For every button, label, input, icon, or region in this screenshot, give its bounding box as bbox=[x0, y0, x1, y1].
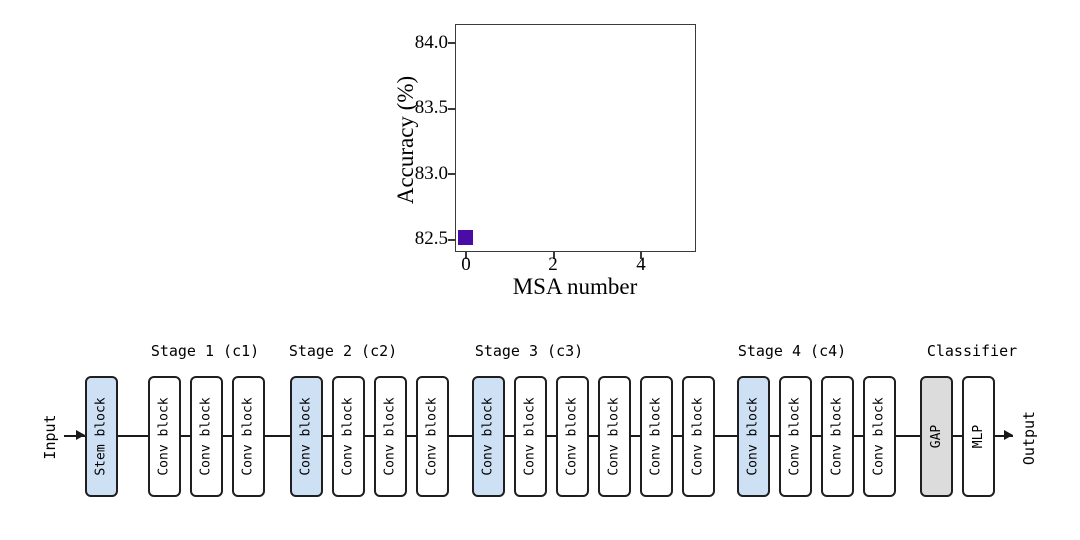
conv-block: Conv block bbox=[374, 376, 407, 497]
stage-label: Stage 1 (c1) bbox=[150, 342, 260, 360]
block-label: Conv block bbox=[607, 397, 622, 476]
conv-block: Conv block bbox=[682, 376, 715, 497]
y-tick-mark bbox=[448, 108, 455, 110]
x-tick-mark bbox=[465, 252, 467, 259]
x-tick-label: 0 bbox=[461, 254, 471, 275]
x-tick-mark bbox=[553, 252, 555, 259]
gap: GAP bbox=[920, 376, 953, 497]
y-tick-mark bbox=[448, 239, 455, 241]
block-label: Conv block bbox=[425, 397, 440, 476]
block-label: Conv block bbox=[523, 397, 538, 476]
mlp: MLP bbox=[962, 376, 995, 497]
output-label: Output bbox=[1020, 410, 1038, 466]
conv-block: Conv block bbox=[190, 376, 223, 497]
conv-block: Conv block bbox=[472, 376, 505, 497]
stage-label: Stage 4 (c4) bbox=[737, 342, 847, 360]
conv-block: Conv block bbox=[737, 376, 770, 497]
block-label: Conv block bbox=[299, 397, 314, 476]
block-label: Conv block bbox=[872, 397, 887, 476]
y-tick-mark bbox=[448, 173, 455, 175]
block-label: GAP bbox=[928, 424, 944, 449]
output-arrow-icon bbox=[1004, 430, 1013, 441]
input-arrow-icon bbox=[76, 430, 85, 441]
conv-block: Conv block bbox=[332, 376, 365, 497]
block-label: Conv block bbox=[199, 397, 214, 476]
block-label: Stem block bbox=[94, 397, 109, 476]
data-point-marker bbox=[458, 230, 473, 245]
stage-group: Conv block Conv block Conv block Conv block… bbox=[472, 376, 715, 497]
x-tick-mark bbox=[640, 252, 642, 259]
conv-block: Conv block bbox=[863, 376, 896, 497]
block-label: Conv block bbox=[649, 397, 664, 476]
block-label: Conv block bbox=[746, 397, 761, 476]
block-label: Conv block bbox=[565, 397, 580, 476]
x-tick-label: 2 bbox=[548, 254, 558, 275]
conv-block: Conv block bbox=[821, 376, 854, 497]
conv-block: Conv block bbox=[598, 376, 631, 497]
y-tick-label: 84.0 bbox=[414, 32, 448, 53]
conv-block: Conv block bbox=[514, 376, 547, 497]
y-tick-label: 82.5 bbox=[414, 228, 448, 249]
block-label: MLP bbox=[970, 424, 986, 449]
stage-label: Stage 3 (c3) bbox=[474, 342, 584, 360]
conv-block: Conv block bbox=[640, 376, 673, 497]
conv-block: Conv block bbox=[232, 376, 265, 497]
block-label: Conv block bbox=[341, 397, 356, 476]
block-label: Conv block bbox=[830, 397, 845, 476]
block-label: Conv block bbox=[481, 397, 496, 476]
stage-group: Stem block bbox=[85, 376, 118, 497]
block-label: Conv block bbox=[691, 397, 706, 476]
x-axis-label: MSA number bbox=[512, 274, 638, 299]
input-label: Input bbox=[41, 414, 59, 460]
x-tick-label: 4 bbox=[636, 254, 646, 275]
y-tick-label: 83.5 bbox=[414, 97, 448, 118]
y-tick-label: 83.0 bbox=[414, 163, 448, 184]
block-label: Conv block bbox=[383, 397, 398, 476]
block-label: Conv block bbox=[157, 397, 172, 476]
conv-block: Conv block bbox=[290, 376, 323, 497]
accuracy-vs-msa-chart: Accuracy (%) 84.0 83.5 83.0 82.5 0 2 4 M… bbox=[393, 24, 696, 299]
stage-label: Classifier bbox=[926, 342, 1018, 360]
stage-group: Conv block Conv block Conv block bbox=[148, 376, 265, 497]
block-label: Conv block bbox=[788, 397, 803, 476]
conv-block: Conv block bbox=[148, 376, 181, 497]
conv-block: Conv block bbox=[556, 376, 589, 497]
block-label: Conv block bbox=[241, 397, 256, 476]
stem-block: Stem block bbox=[85, 376, 118, 497]
stage-group: GAP MLP bbox=[920, 376, 995, 497]
y-tick-mark bbox=[448, 42, 455, 44]
stage-group: Conv block Conv block Conv block Conv block bbox=[737, 376, 896, 497]
conv-block: Conv block bbox=[779, 376, 812, 497]
stage-group: Conv block Conv block Conv block Conv block bbox=[290, 376, 449, 497]
stage-label: Stage 2 (c2) bbox=[288, 342, 398, 360]
plot-area bbox=[455, 24, 696, 252]
conv-block: Conv block bbox=[416, 376, 449, 497]
